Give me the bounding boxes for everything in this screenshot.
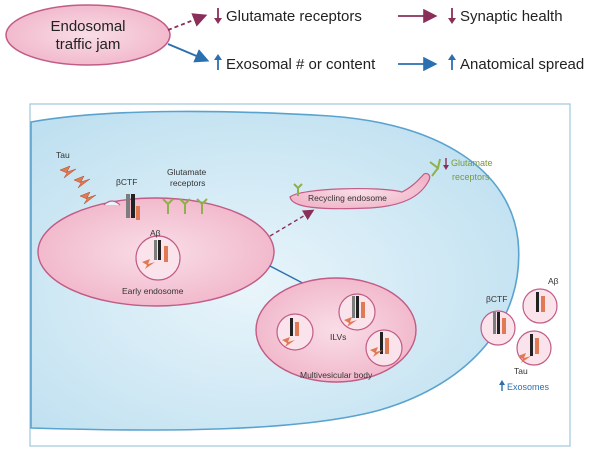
down-arrow-icon [443, 158, 449, 170]
ext-bctf-label: βCTF [486, 294, 507, 304]
down-arrow-icon [214, 8, 222, 24]
recycling-endosome [289, 172, 431, 210]
ilv-vesicle [276, 313, 314, 351]
ilv-vesicle [365, 329, 403, 367]
receptor-icon [429, 158, 441, 177]
exosome [480, 310, 516, 346]
receptor-icon [293, 183, 303, 196]
mvb-label: Multivesicular body [300, 370, 373, 380]
glutamate-receptors-label-line2: receptors [170, 178, 205, 188]
tau-label: Tau [56, 150, 70, 160]
down-pathway-arrow [167, 13, 208, 31]
to-recycling-arrow [269, 209, 315, 237]
up-arrow-icon [499, 380, 505, 391]
bctf-label: βCTF [116, 177, 137, 187]
up-pathway-arrow [167, 43, 210, 63]
down-arrow-icon [448, 8, 456, 24]
header: Endosomal traffic jam Glutamate receptor… [5, 4, 584, 73]
exosome [516, 330, 552, 366]
glutamate-out-label-line1: Glutamate [451, 158, 493, 168]
source-label-line1: Endosomal [50, 18, 125, 35]
anatomical-spread-effect: Anatomical spread [460, 56, 584, 73]
receptor-icon [162, 198, 208, 214]
ext-abeta-label: Aβ [548, 276, 559, 286]
glutamate-out-label-line2: receptors [452, 172, 490, 182]
tau-lightning-icon [59, 165, 97, 205]
abeta-protein-icon [142, 240, 168, 269]
bctf-protein-icon [126, 194, 140, 220]
exosomes-label: Exosomes [507, 382, 550, 392]
recycling-endosome-label: Recycling endosome [308, 193, 387, 203]
synaptic-health-effect: Synaptic health [460, 8, 563, 25]
glutamate-receptors-label-line1: Glutamate [167, 167, 206, 177]
up-arrow-icon [448, 54, 456, 70]
endosomal-traffic-jam-bubble [5, 4, 171, 66]
ilv-vesicle [338, 293, 376, 331]
up-arrow-icon [214, 54, 222, 70]
ext-tau-label: Tau [514, 366, 528, 376]
cell-panel: Tau βCTF Glutamate receptors Aβ [29, 103, 571, 447]
source-label-line2: traffic jam [56, 36, 121, 53]
glutamate-receptors-effect: Glutamate receptors [226, 8, 362, 25]
exosome [522, 288, 558, 324]
early-endosome-label: Early endosome [122, 286, 184, 296]
ilvs-label: ILVs [330, 332, 346, 342]
exosomal-content-effect: Exosomal # or content [226, 56, 376, 73]
abeta-label: Aβ [150, 228, 161, 238]
